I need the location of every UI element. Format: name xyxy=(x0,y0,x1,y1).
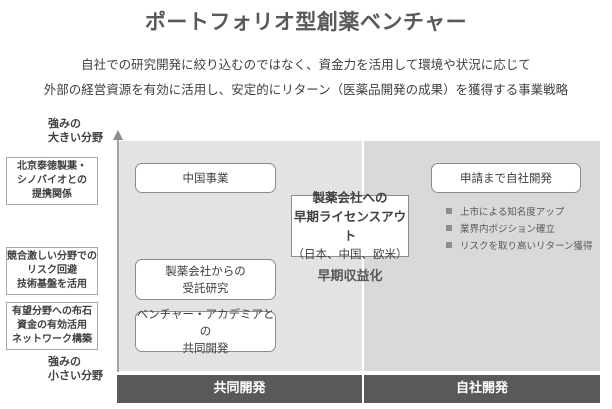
label-line: 北京泰徳製薬・ xyxy=(17,161,87,172)
box-text: 受託研究 xyxy=(182,280,229,295)
center-regions: （日本、中国、欧米） xyxy=(292,247,408,261)
box-text: 共同開発 xyxy=(182,341,229,355)
square-bullet-icon xyxy=(446,225,452,231)
china-business-box: 中国事業 xyxy=(135,163,276,193)
axis-label-weak-line-1: 強みの xyxy=(48,355,81,368)
subtitle-line-2: 外部の経営資源を有効に活用し、安定的にリターン（医薬品開発の成果）を獲得する事業… xyxy=(43,82,569,97)
list-item-text: リスクを取り高いリターン獲得 xyxy=(460,241,593,252)
own-development-box: 申請まで自社開発 xyxy=(431,163,581,193)
label-partnership: 北京泰徳製薬・ シノバイオとの 提携関係 xyxy=(6,157,98,205)
center-line-1: 製薬会社への xyxy=(312,190,388,205)
subtitle-line-1: 自社での研究開発に絞り込むのではなく、資金力を活用して環境や状況に応じて xyxy=(81,57,531,72)
list-item: 上市による知名度アップ xyxy=(446,203,606,219)
label-line: 競合激しい分野での xyxy=(7,251,97,262)
vertical-axis-arrow-icon xyxy=(113,130,123,372)
square-bullet-icon xyxy=(446,208,452,214)
box-text: 申請まで自社開発 xyxy=(460,170,552,185)
label-line: 提携関係 xyxy=(32,189,72,200)
label-line: 技術基盤を活用 xyxy=(17,279,87,290)
label-line: 資金の有効活用 xyxy=(17,320,87,331)
square-bullet-icon xyxy=(446,242,452,248)
early-license-out-box: 製薬会社への 早期ライセンスアウト （日本、中国、欧米） xyxy=(291,190,409,261)
page-title: ポートフォリオ型創薬ベンチャー xyxy=(144,10,468,34)
label-risk-avoidance: 競合激しい分野での リスク回避 技術基盤を活用 xyxy=(6,247,98,295)
axis-label-strong: 強みの 大きい分野 xyxy=(48,117,108,145)
label-line: ネットワーク構築 xyxy=(12,334,92,345)
axis-label-weak-line-2: 小さい分野 xyxy=(48,369,103,382)
list-item: リスクを取り高いリターン獲得 xyxy=(446,237,606,253)
box-text: ベンチャー・アカデミアとの xyxy=(136,307,275,338)
label-network-building: 有望分野への布石 資金の有効活用 ネットワーク構築 xyxy=(6,302,98,350)
academia-codevelopment-box: ベンチャー・アカデミアとの 共同開発 xyxy=(135,307,276,355)
list-item: 業界内ポジション確立 xyxy=(446,220,606,236)
label-line: シノバイオとの xyxy=(17,175,87,186)
axis-label-weak: 強みの 小さい分野 xyxy=(48,355,108,383)
axis-label-strong-line-2: 大きい分野 xyxy=(48,131,103,144)
contract-research-box: 製薬会社からの 受託研究 xyxy=(135,259,276,300)
center-line-2: 早期ライセンスアウト xyxy=(293,209,407,243)
joint-development-bar: 共同開発 xyxy=(117,375,362,403)
list-item-text: 上市による知名度アップ xyxy=(460,207,565,218)
own-development-bar: 自社開発 xyxy=(364,375,600,403)
list-item-text: 業界内ポジション確立 xyxy=(460,224,556,235)
box-text: 製薬会社からの xyxy=(165,263,246,278)
early-profit-label: 早期収益化 xyxy=(317,269,383,284)
label-line: 有望分野への布石 xyxy=(12,306,92,317)
label-line: リスク回避 xyxy=(27,265,77,276)
axis-label-strong-line-1: 強みの xyxy=(48,117,81,130)
box-text: 中国事業 xyxy=(182,170,229,185)
benefit-list: 上市による知名度アップ 業界内ポジション確立 リスクを取り高いリターン獲得 xyxy=(446,203,606,254)
